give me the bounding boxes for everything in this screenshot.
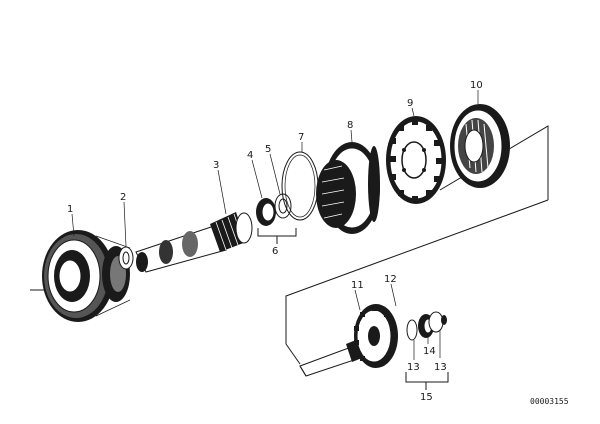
callout-9: 9 <box>407 98 413 109</box>
callout-5: 5 <box>265 144 271 155</box>
callout-2: 2 <box>120 192 126 203</box>
callout-15: 15 <box>420 392 433 403</box>
part-1-gear[interactable] <box>30 230 131 322</box>
part-15-group-bracket <box>405 372 449 390</box>
callout-14: 14 <box>423 346 436 357</box>
part-12-gear[interactable] <box>354 304 418 368</box>
callout-12: 12 <box>384 274 397 285</box>
part-8-drum[interactable] <box>316 142 380 234</box>
callout-7: 7 <box>298 132 304 143</box>
part-13-washer[interactable] <box>428 311 447 333</box>
callout-3: 3 <box>213 160 219 171</box>
callout-13-left: 13 <box>407 362 420 373</box>
part-3-shaft[interactable] <box>135 212 253 273</box>
part-9-sprocket[interactable] <box>386 116 446 204</box>
document-number: 00003155 <box>530 397 569 406</box>
part-5-washer[interactable] <box>274 193 292 219</box>
leader-lines <box>71 90 479 360</box>
part-10-bearing-ring[interactable] <box>450 104 510 188</box>
part-7-snap-ring[interactable] <box>281 151 319 221</box>
callout-8: 8 <box>347 120 353 131</box>
callout-13-right: 13 <box>434 362 447 373</box>
callout-6: 6 <box>272 246 278 257</box>
callout-1: 1 <box>67 204 73 215</box>
callout-10: 10 <box>470 80 483 91</box>
callout-labels: 1 2 3 4 5 6 7 8 9 10 11 12 13 14 13 15 <box>67 80 483 403</box>
part-6-group-bracket <box>257 228 297 244</box>
callout-4: 4 <box>247 150 253 161</box>
part-2-ring[interactable] <box>118 246 134 270</box>
callout-11: 11 <box>351 280 364 291</box>
part-4-bearing[interactable] <box>256 198 276 226</box>
